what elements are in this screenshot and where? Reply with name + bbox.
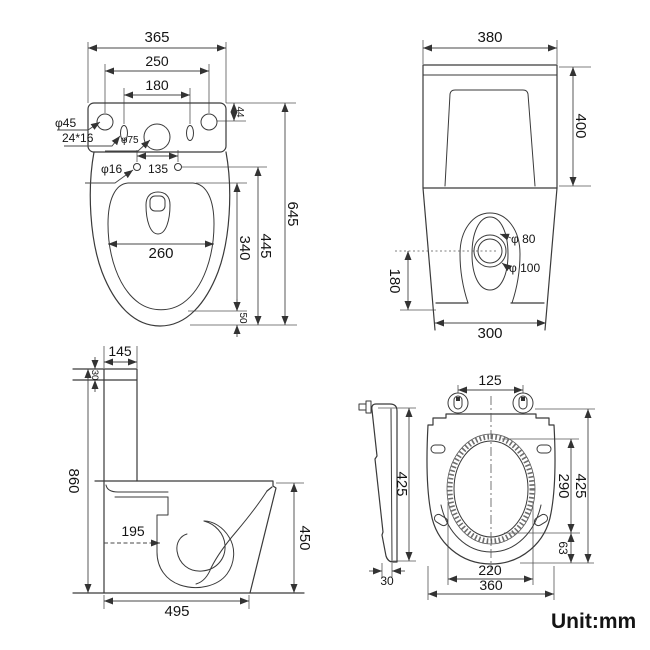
seat-section-lines — [105, 484, 169, 498]
dim-text-360: 360 — [479, 577, 503, 593]
dim-text-44: 44 — [234, 106, 245, 118]
leader-phi45 — [57, 121, 101, 131]
label-phi80: φ 80 — [511, 232, 536, 246]
dim-text-260: 260 — [148, 245, 173, 262]
dim-text-135: 135 — [148, 162, 168, 176]
seat-side-profile — [371, 403, 398, 563]
dim-text-145: 145 — [108, 343, 132, 359]
unit-label: Unit:mm — [551, 610, 636, 633]
dim-text-30-seat: 30 — [380, 574, 394, 588]
side-view-extension-lines — [103, 346, 304, 609]
trapway-arch — [459, 212, 521, 304]
bowl-outer-outline — [89, 151, 231, 327]
tank-side-outline — [72, 368, 138, 482]
leader-phi16 — [85, 169, 134, 184]
front-view-extension-lines — [400, 40, 591, 311]
bowl-rim-inner-outline — [107, 182, 215, 311]
seat-top-outline — [426, 413, 556, 565]
seat-side-inner-line — [390, 408, 393, 561]
hinge-slot-right — [518, 395, 528, 410]
label-phi100: φ 100 — [509, 261, 540, 275]
dim-text-425-right: 425 — [572, 473, 589, 498]
bowl-side-outline — [94, 480, 277, 594]
trap-outer-wall — [156, 496, 235, 588]
leader-24x16 — [64, 135, 121, 147]
hinge-circle-right — [512, 392, 534, 414]
tank-front-outline — [422, 64, 558, 189]
water-spot-outline — [145, 191, 171, 235]
bumper-bottom-left — [433, 513, 449, 527]
dim-text-860: 860 — [65, 468, 82, 493]
trap-inner-wall — [176, 520, 226, 572]
hinge-bolt-left — [456, 397, 460, 401]
bumper-bottom-right — [533, 513, 549, 527]
side-view: 145 30 860 195 450 495 — [65, 343, 313, 620]
trapway-bulge — [471, 216, 509, 291]
dim-text-450: 450 — [296, 525, 313, 550]
tank-hole-right — [200, 113, 218, 131]
dim-text-645: 645 — [284, 201, 301, 226]
tank-hole-center — [143, 123, 171, 151]
label-phi45: φ45 — [55, 116, 76, 130]
dim-text-180: 180 — [145, 77, 169, 93]
dim-text-50: 50 — [237, 312, 248, 324]
dim-text-380: 380 — [477, 29, 502, 46]
top-view: 365 250 180 44 φ45 24*16 φ75 φ16 135 260… — [55, 29, 301, 337]
dim-text-495: 495 — [164, 603, 189, 620]
label-phi16: φ16 — [101, 162, 122, 176]
hinge-bolt-right — [521, 397, 525, 401]
label-24x16: 24*16 — [62, 131, 94, 145]
leader-phi100 — [501, 262, 512, 272]
dim-text-125: 125 — [478, 372, 502, 388]
outlet-circle-outer — [473, 234, 507, 268]
bowl-front-contour — [195, 490, 268, 585]
bumper-top-left — [430, 444, 446, 454]
hinge-pin-outer — [358, 403, 367, 411]
label-phi75: φ75 — [121, 135, 139, 146]
dim-text-400: 400 — [572, 113, 589, 138]
leader-phi80 — [499, 233, 512, 241]
water-spot-inner — [149, 195, 166, 212]
dim-text-220: 220 — [478, 562, 502, 578]
dim-text-63: 63 — [556, 541, 570, 555]
base-rear-outline — [422, 187, 558, 331]
tank-front-panel — [444, 89, 536, 187]
tank-slot-right — [186, 125, 194, 141]
bumper-top-right — [536, 444, 552, 454]
tank-slot-left — [120, 125, 128, 141]
hinge-slot-left — [453, 395, 463, 410]
dim-text-30-side: 30 — [89, 370, 100, 381]
dim-text-365: 365 — [144, 29, 169, 46]
dim-text-340: 340 — [236, 235, 253, 260]
dim-text-195: 195 — [121, 523, 145, 539]
dim-text-425-left: 425 — [393, 471, 410, 496]
seat-view: 125 425 30 290 63 425 220 360 — [358, 372, 595, 600]
front-view: 380 400 180 φ 80 φ 100 300 — [386, 29, 591, 342]
dim-text-445: 445 — [257, 233, 274, 258]
seat-fix-hole-right — [174, 163, 182, 171]
dim-text-300: 300 — [477, 325, 502, 342]
seat-fix-hole-left — [133, 163, 141, 171]
tank-top-outline — [87, 102, 227, 153]
hinge-pin-inner — [365, 400, 372, 414]
leader-phi75 — [105, 139, 151, 152]
dim-text-250: 250 — [145, 53, 169, 69]
dim-text-290: 290 — [555, 473, 572, 498]
dim-text-180-front: 180 — [386, 268, 403, 293]
